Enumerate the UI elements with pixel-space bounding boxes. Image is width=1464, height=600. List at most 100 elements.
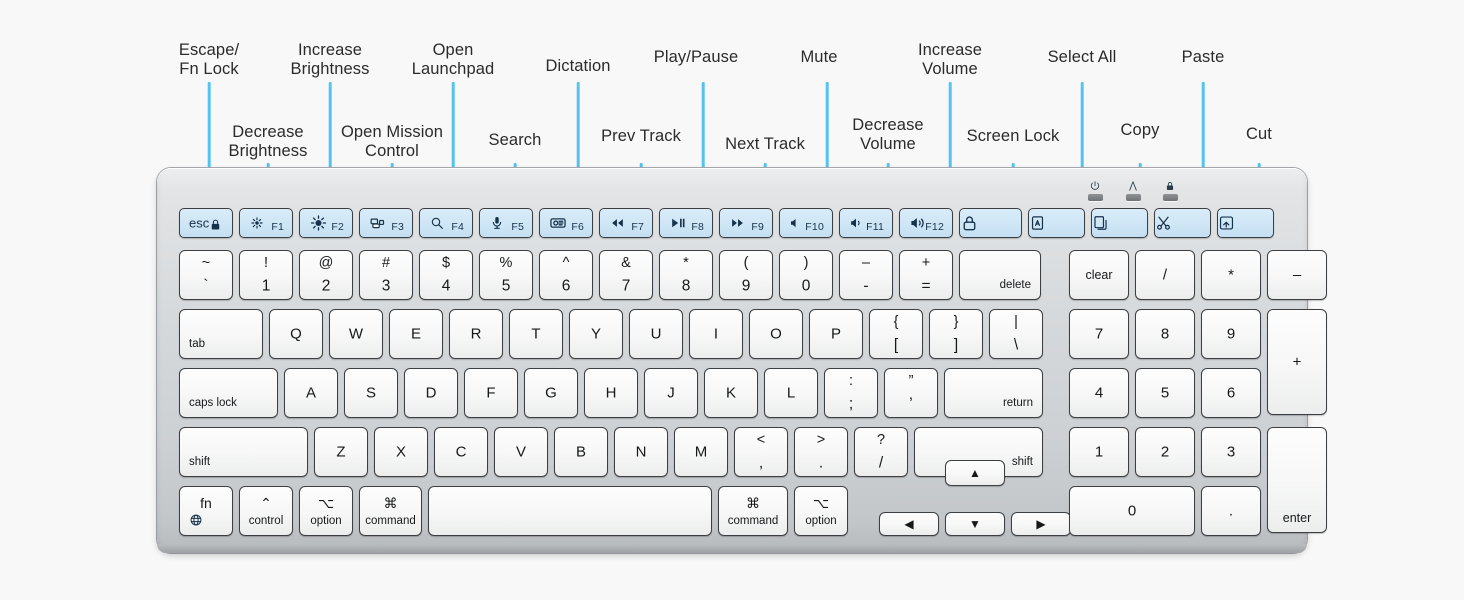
key-arrow-up[interactable]: ▲ [945,460,1005,486]
key-numpad-minus[interactable]: – [1267,250,1327,300]
key-c[interactable]: C [434,427,488,477]
key-d[interactable]: D [404,368,458,418]
key-eight[interactable]: *8 [659,250,713,300]
fn-lock-icon [208,217,223,232]
key-space[interactable] [428,486,712,536]
key-slash[interactable]: ?/ [854,427,908,477]
key-numpad-7[interactable]: 7 [1069,309,1129,359]
key-increase-volume[interactable]: F12 [899,208,953,238]
key-delete[interactable]: delete [959,250,1041,300]
key-r[interactable]: R [449,309,503,359]
key-copy[interactable] [1091,208,1148,238]
key-label: 4 [1094,384,1104,402]
key-tab[interactable]: tab [179,309,263,359]
key-m[interactable]: M [674,427,728,477]
key-numpad-clear[interactable]: clear [1069,250,1129,300]
key-numpad-enter[interactable]: enter [1267,427,1327,533]
key-quote[interactable]: ”’ [884,368,938,418]
key-increase-brightness[interactable]: F2 [299,208,353,238]
key-k[interactable]: K [704,368,758,418]
key-launchpad[interactable]: F4 [419,208,473,238]
key-dictation[interactable]: F5 [479,208,533,238]
key-left-control[interactable]: ⌃control [239,486,293,536]
key-six[interactable]: ^6 [539,250,593,300]
key-g[interactable]: G [524,368,578,418]
key-y[interactable]: Y [569,309,623,359]
key-do-not-disturb[interactable]: F6 [539,208,593,238]
key-numpad-2[interactable]: 2 [1135,427,1195,477]
key-b[interactable]: B [554,427,608,477]
key-escape[interactable]: esc [179,208,233,238]
key-left-option[interactable]: ⌥option [299,486,353,536]
key-three[interactable]: #3 [359,250,413,300]
key-comma[interactable]: <, [734,427,788,477]
key-left-command[interactable]: ⌘command [359,486,422,536]
key-w[interactable]: W [329,309,383,359]
key-nine[interactable]: (9 [719,250,773,300]
key-right-bracket[interactable]: }] [929,309,983,359]
key-backslash[interactable]: |\ [989,309,1043,359]
key-f[interactable]: F [464,368,518,418]
key-prev-track[interactable]: F7 [599,208,653,238]
key-q[interactable]: Q [269,309,323,359]
key-four[interactable]: $4 [419,250,473,300]
key-numpad-5[interactable]: 5 [1135,368,1195,418]
key-v[interactable]: V [494,427,548,477]
key-u[interactable]: U [629,309,683,359]
key-right-option[interactable]: ⌥option [794,486,848,536]
key-numpad-9[interactable]: 9 [1201,309,1261,359]
key-semicolon[interactable]: :; [824,368,878,418]
key-five[interactable]: %5 [479,250,533,300]
key-j[interactable]: J [644,368,698,418]
key-l[interactable]: L [764,368,818,418]
key-z[interactable]: Z [314,427,368,477]
key-o[interactable]: O [749,309,803,359]
key-e[interactable]: E [389,309,443,359]
key-numpad-multiply[interactable]: * [1201,250,1261,300]
key-cut[interactable] [1154,208,1211,238]
key-right-command[interactable]: ⌘command [718,486,788,536]
key-h[interactable]: H [584,368,638,418]
key-numpad-plus[interactable]: + [1267,309,1327,415]
key-a[interactable]: A [284,368,338,418]
key-equals[interactable]: += [899,250,953,300]
key-fn[interactable]: fn [179,486,233,536]
key-screen-lock[interactable] [959,208,1022,238]
key-arrow-down[interactable]: ▼ [945,512,1005,536]
key-two[interactable]: @2 [299,250,353,300]
key-seven[interactable]: &7 [599,250,653,300]
key-one[interactable]: !1 [239,250,293,300]
key-p[interactable]: P [809,309,863,359]
key-i[interactable]: I [689,309,743,359]
key-mission-control[interactable]: F3 [359,208,413,238]
key-mute[interactable]: F10 [779,208,833,238]
key-play-pause[interactable]: F8 [659,208,713,238]
key-t[interactable]: T [509,309,563,359]
key-hyphen[interactable]: –- [839,250,893,300]
key-caps-lock[interactable]: caps lock [179,368,278,418]
key-numpad-3[interactable]: 3 [1201,427,1261,477]
key-arrow-right[interactable]: ▶ [1011,512,1071,536]
key-numpad-8[interactable]: 8 [1135,309,1195,359]
key-backtick[interactable]: ~` [179,250,233,300]
key-period[interactable]: >. [794,427,848,477]
key-left-bracket[interactable]: {[ [869,309,923,359]
key-paste[interactable] [1217,208,1274,238]
key-select-all[interactable] [1028,208,1085,238]
key-numpad-decimal[interactable]: . [1201,486,1261,536]
key-decrease-volume[interactable]: F11 [839,208,893,238]
key-numpad-0[interactable]: 0 [1069,486,1195,536]
key-s[interactable]: S [344,368,398,418]
key-n[interactable]: N [614,427,668,477]
key-return[interactable]: return [944,368,1043,418]
key-numpad-divide[interactable]: / [1135,250,1195,300]
key-decrease-brightness[interactable]: F1 [239,208,293,238]
key-numpad-4[interactable]: 4 [1069,368,1129,418]
key-arrow-left[interactable]: ◀ [879,512,939,536]
key-numpad-1[interactable]: 1 [1069,427,1129,477]
key-x[interactable]: X [374,427,428,477]
key-numpad-6[interactable]: 6 [1201,368,1261,418]
key-next-track[interactable]: F9 [719,208,773,238]
key-zero[interactable]: )0 [779,250,833,300]
key-left-shift[interactable]: shift [179,427,308,477]
